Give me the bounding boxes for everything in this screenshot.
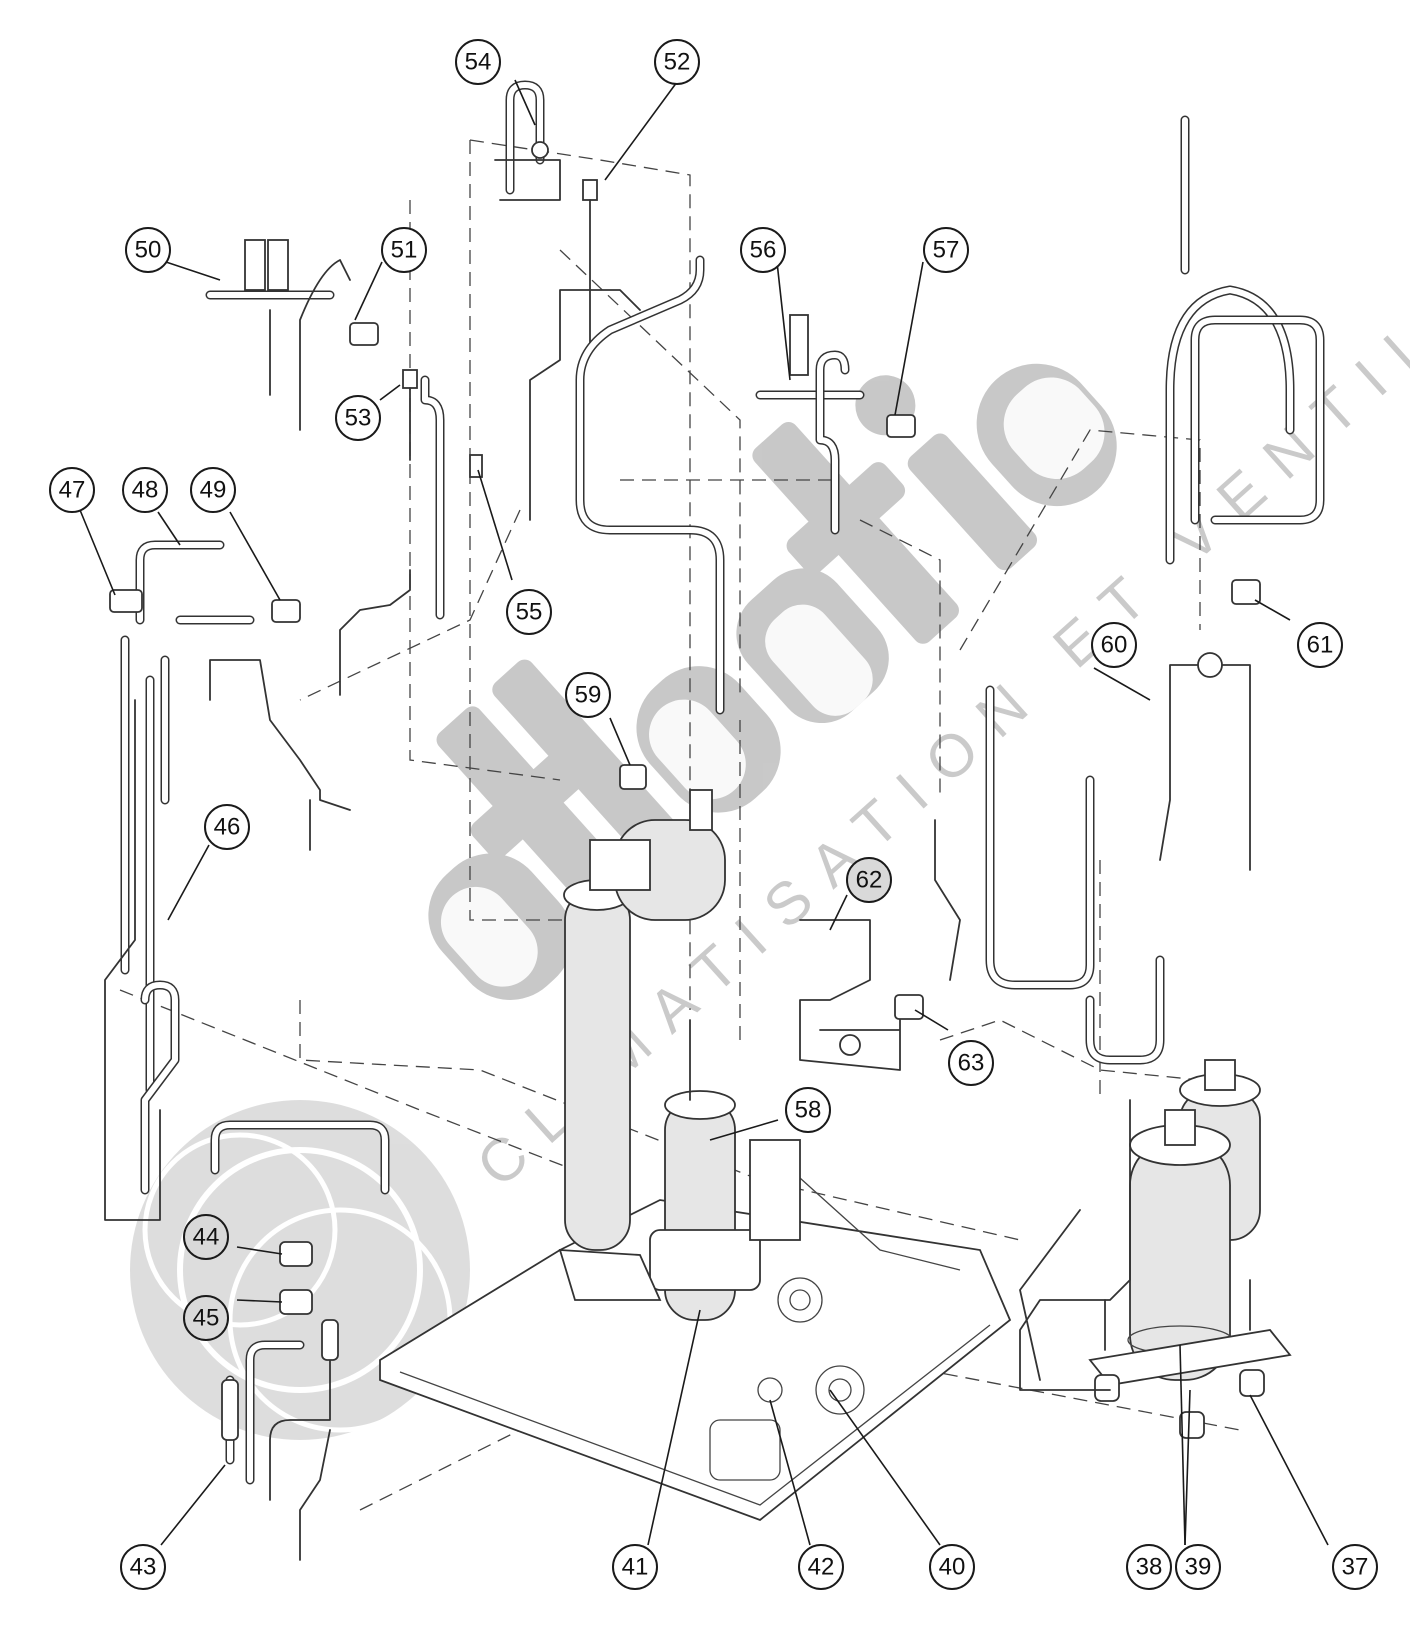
svg-text:43: 43 (130, 1554, 157, 1581)
callout-56: 56 (740, 227, 786, 273)
callout-55: 55 (506, 589, 552, 635)
svg-text:54: 54 (465, 49, 492, 76)
compressor-58 (558, 789, 801, 1321)
callout-38: 38 (1126, 1544, 1172, 1590)
callout-49: 49 (190, 467, 236, 513)
svg-text:61: 61 (1307, 632, 1334, 659)
svg-text:37: 37 (1342, 1554, 1369, 1581)
svg-text:44: 44 (193, 1224, 220, 1251)
callout-54: 54 (455, 39, 501, 85)
callout-47: 47 (49, 467, 95, 513)
piping (104, 80, 1325, 1561)
svg-text:59: 59 (575, 682, 602, 709)
svg-text:39: 39 (1185, 1554, 1212, 1581)
compressor-39 (1088, 1059, 1292, 1439)
svg-text:62: 62 (856, 867, 883, 894)
atlantic-wordmark (428, 363, 1117, 1000)
svg-text:48: 48 (132, 477, 159, 504)
svg-text:51: 51 (391, 237, 418, 264)
callout-42: 42 (798, 1544, 844, 1590)
callout-48: 48 (122, 467, 168, 513)
callout-44: 44 (183, 1214, 229, 1260)
callout-45: 45 (183, 1295, 229, 1341)
svg-text:38: 38 (1136, 1554, 1163, 1581)
svg-text:42: 42 (808, 1554, 835, 1581)
callout-59: 59 (565, 672, 611, 718)
callout-50: 50 (125, 227, 171, 273)
callouts: 54 52 50 51 56 57 53 47 48 49 55 61 60 5… (49, 39, 1378, 1590)
callout-58: 58 (785, 1087, 831, 1133)
callout-60: 60 (1091, 622, 1137, 668)
leader-lines (79, 79, 1329, 1546)
callout-61: 61 (1297, 622, 1343, 668)
callout-40: 40 (929, 1544, 975, 1590)
svg-text:57: 57 (933, 237, 960, 264)
svg-text:52: 52 (664, 49, 691, 76)
callout-52: 52 (654, 39, 700, 85)
callout-39: 39 (1175, 1544, 1221, 1590)
svg-text:55: 55 (516, 599, 543, 626)
svg-text:46: 46 (214, 814, 241, 841)
callout-43: 43 (120, 1544, 166, 1590)
svg-text:56: 56 (750, 237, 777, 264)
svg-text:53: 53 (345, 405, 372, 432)
svg-text:40: 40 (939, 1554, 966, 1581)
svg-text:47: 47 (59, 477, 86, 504)
callout-57: 57 (923, 227, 969, 273)
svg-text:60: 60 (1101, 632, 1128, 659)
callout-41: 41 (612, 1544, 658, 1590)
callout-37: 37 (1332, 1544, 1378, 1590)
callout-62: 62 (846, 857, 892, 903)
callout-63: 63 (948, 1040, 994, 1086)
svg-text:49: 49 (200, 477, 227, 504)
svg-text:50: 50 (135, 237, 162, 264)
callout-51: 51 (381, 227, 427, 273)
svg-text:41: 41 (622, 1554, 649, 1581)
callout-53: 53 (335, 395, 381, 441)
svg-text:63: 63 (958, 1050, 985, 1077)
callout-46: 46 (204, 804, 250, 850)
svg-text:58: 58 (795, 1097, 822, 1124)
svg-text:45: 45 (193, 1305, 220, 1332)
